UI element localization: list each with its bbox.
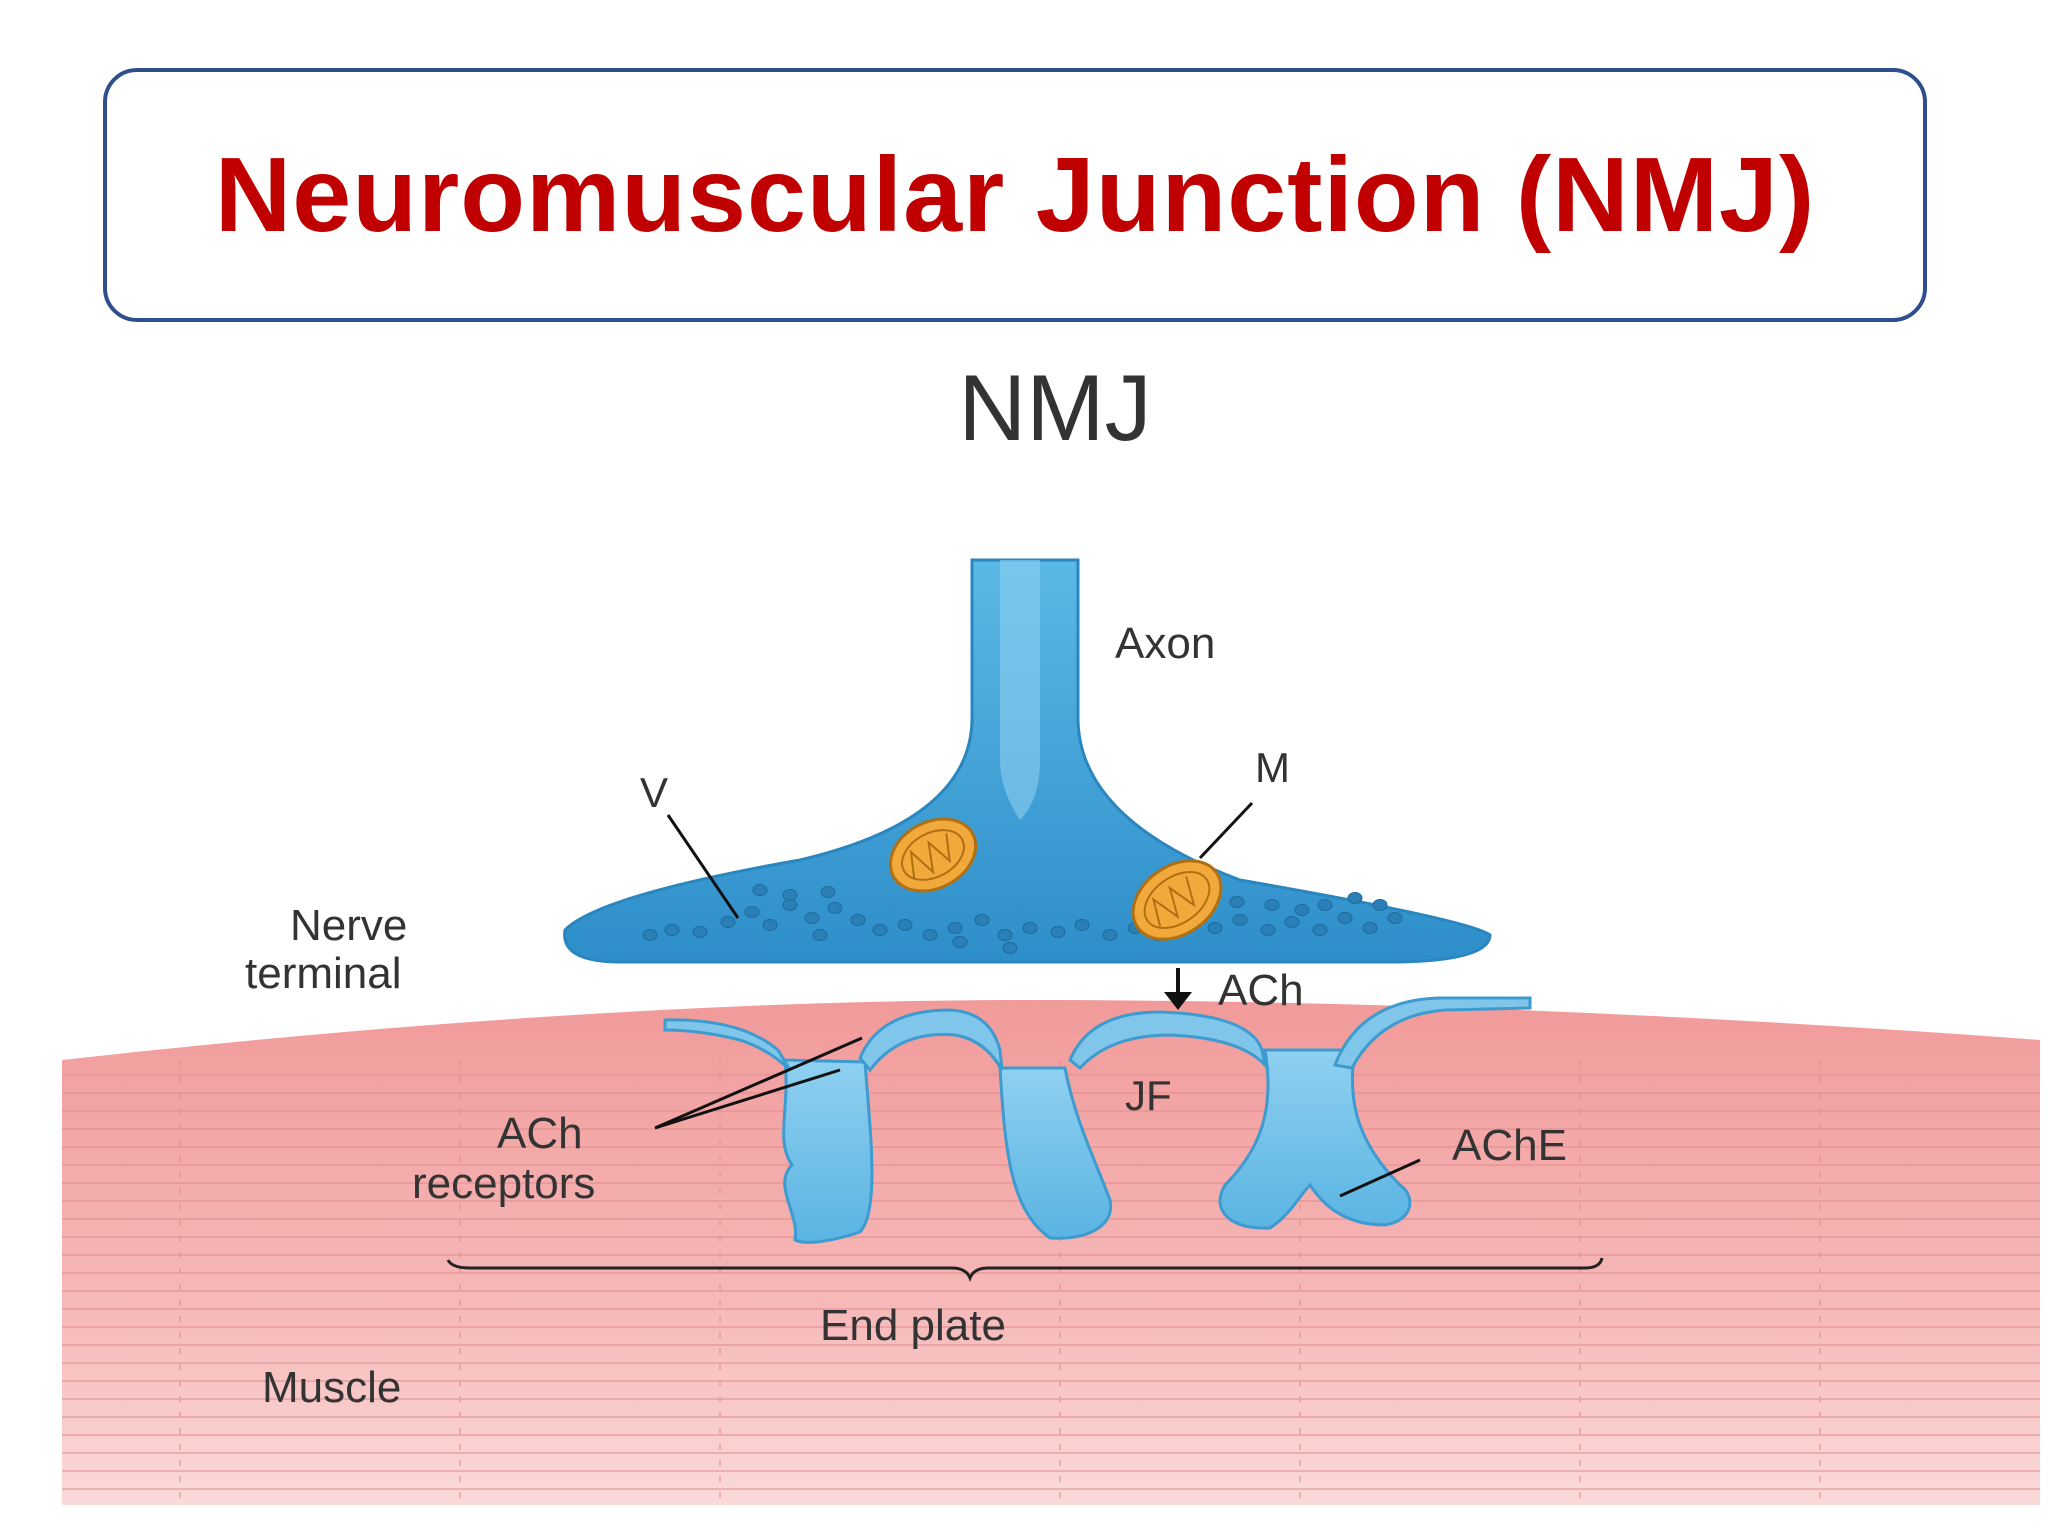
synaptic-vesicle [762, 919, 778, 931]
synaptic-vesicle [850, 914, 866, 926]
muscle-label: Muscle [262, 1363, 401, 1412]
synaptic-vesicle [744, 906, 760, 918]
synaptic-vesicle [1294, 904, 1310, 916]
nerve-terminal-label-line2: terminal [245, 949, 402, 998]
synaptic-vesicle [1317, 899, 1333, 911]
mitochondrion-label: M [1255, 744, 1290, 791]
mitochondrion [888, 817, 978, 893]
junctional-fold [1218, 1048, 1412, 1230]
synaptic-vesicle [1347, 892, 1363, 904]
junctional-fold [782, 1058, 874, 1244]
leader-lines [654, 801, 1421, 1198]
synaptic-vesicle [1074, 919, 1090, 931]
axon-label: Axon [1115, 619, 1215, 668]
synaptic-vesicle [947, 922, 963, 934]
synaptic-vesicle [752, 884, 768, 896]
synaptic-vesicle [1102, 929, 1118, 941]
synaptic-vesicle [1260, 924, 1276, 936]
synaptic-vesicle [1337, 912, 1353, 924]
synaptic-vesicle [804, 912, 820, 924]
end-plate-label: End plate [820, 1301, 1006, 1350]
ache-label: AChE [1452, 1121, 1567, 1170]
synaptic-vesicle [782, 899, 798, 911]
mitochondrion [1131, 859, 1223, 941]
synaptic-vesicle [897, 919, 913, 931]
synaptic-vesicle [974, 914, 990, 926]
vesicle-label: V [640, 769, 668, 816]
end-plate-bracket [446, 1257, 1604, 1283]
synaptic-vesicle [820, 886, 836, 898]
synaptic-vesicle [827, 902, 843, 914]
title-box: Neuromuscular Junction (NMJ) [103, 68, 1927, 322]
junctional-folds-label: JF [1125, 1072, 1172, 1119]
postjunctional-membrane [663, 996, 1532, 1073]
synaptic-vesicle [1232, 914, 1248, 926]
synaptic-vesicle [1387, 912, 1403, 924]
synaptic-vesicle [922, 929, 938, 941]
junctional-folds [782, 1048, 1412, 1244]
junctional-fold [998, 1066, 1113, 1240]
synaptic-vesicle [1372, 899, 1388, 911]
synaptic-vesicle [642, 929, 658, 941]
synaptic-vesicle [812, 929, 828, 941]
diagram-heading: NMJ [958, 355, 1151, 460]
synaptic-vesicle [997, 929, 1013, 941]
synaptic-vesicle [1284, 916, 1300, 928]
synaptic-vesicle [692, 926, 708, 938]
synaptic-vesicle [1050, 926, 1066, 938]
ach-label: ACh [1218, 966, 1304, 1015]
synaptic-vesicle [872, 924, 888, 936]
synaptic-vesicle [1207, 922, 1223, 934]
synaptic-vesicle [1264, 899, 1280, 911]
ach-receptors-label-line2: receptors [412, 1159, 595, 1208]
slide-title: Neuromuscular Junction (NMJ) [214, 135, 1816, 254]
synaptic-vesicle [782, 889, 798, 901]
synaptic-vesicle [1002, 942, 1018, 954]
ach-release-arrow [1164, 968, 1192, 1010]
nerve-terminal-label-line1: Nerve [290, 901, 407, 950]
synaptic-vesicle [720, 916, 736, 928]
synaptic-vesicles [642, 884, 1403, 954]
muscle-fiber [62, 1000, 2040, 1505]
ach-receptors-label-line1: ACh [497, 1109, 583, 1158]
synaptic-vesicle [1362, 922, 1378, 934]
synaptic-vesicle [1022, 922, 1038, 934]
synaptic-vesicle [664, 924, 680, 936]
synaptic-vesicle [952, 936, 968, 948]
synaptic-vesicle [1229, 896, 1245, 908]
synaptic-vesicle [1312, 924, 1328, 936]
